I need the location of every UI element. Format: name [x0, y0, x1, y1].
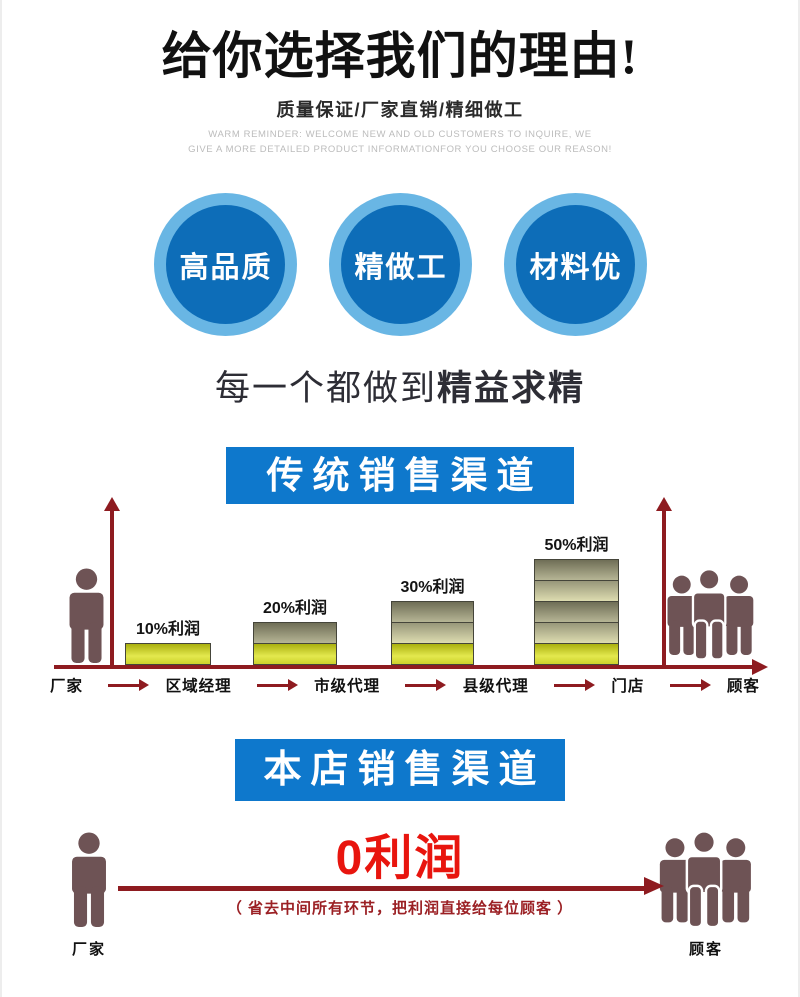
profit-bar-segment [535, 601, 618, 622]
profit-bar-stack [253, 622, 337, 665]
direct-arrow-line [118, 886, 644, 891]
right-arrow-icon [669, 678, 711, 691]
page-subtitle: 质量保证/厂家直销/精细做工 [276, 100, 524, 120]
warm-reminder: WARM REMINDER: WELCOME NEW AND OLD CUSTO… [2, 127, 798, 157]
badge-high-quality: 高品质 [153, 193, 297, 336]
direct-note: （ 省去中间所有环节，把利润直接给每位顾客 ） [226, 900, 574, 917]
profit-bar-segment [392, 622, 473, 643]
tagline-prefix: 每一个都做到 [214, 369, 437, 408]
customers-group-icon [662, 565, 760, 665]
profit-bar-segment [126, 644, 210, 664]
profit-bar-20: 20%利润 [253, 594, 337, 665]
tagline: 每一个都做到精益求精 [2, 360, 798, 411]
warm-reminder-line1: WARM REMINDER: WELCOME NEW AND OLD CUSTO… [208, 129, 592, 140]
profit-bar-10: 10%利润 [125, 615, 211, 665]
right-arrow-icon [405, 678, 447, 691]
profit-bar-stack [534, 559, 619, 665]
customer-label: 顾客 [688, 941, 723, 958]
profit-bar-label: 50%利润 [544, 537, 609, 554]
tagline-bold: 精益求精 [437, 369, 586, 408]
profit-bar-label: 20%利润 [262, 600, 328, 617]
stage-customer: 顾客 [726, 678, 760, 695]
profit-bar-30: 30%利润 [391, 573, 474, 665]
profit-bar-label: 10%利润 [135, 621, 201, 638]
direct-channel-diagram: 厂家 顾客 0利润 （ 省去中间所有环节，把利润直接给每位顾客 ） [2, 812, 798, 992]
profit-bar-segment [535, 560, 618, 580]
direct-channel-banner: 本店销售渠道 [235, 739, 565, 801]
badge-label: 材料优 [515, 205, 635, 324]
stage-store: 门店 [611, 678, 645, 695]
warm-reminder-line2: GIVE A MORE DETAILED PRODUCT INFORMATION… [188, 144, 612, 155]
traditional-channel-banner: 传统销售渠道 [226, 447, 574, 504]
profit-bar-stack [391, 601, 474, 665]
stage-flow-row: 厂家 区域经理 市级代理 县级代理 门店 顾客 [50, 674, 760, 696]
factory-label: 厂家 [71, 941, 106, 958]
stage-factory: 厂家 [50, 678, 84, 695]
badge-label: 高品质 [165, 205, 285, 324]
baseline-axis [54, 665, 754, 669]
up-arrow-icon [656, 497, 672, 511]
profit-bar-segment [392, 643, 473, 664]
profit-bar-segment [535, 580, 618, 601]
profit-bar-segment [535, 643, 618, 664]
profit-bar-label: 30%利润 [400, 579, 465, 596]
profit-bar-segment [535, 622, 618, 643]
left-axis [110, 509, 114, 667]
factory-person-icon [65, 568, 108, 665]
profit-bar-stack [125, 643, 211, 665]
profit-bar-50: 50%利润 [534, 531, 619, 665]
page-title: 给你选择我们的理由! [161, 28, 639, 84]
right-axis [662, 509, 666, 667]
badge-good-material: 材料优 [503, 193, 647, 336]
up-arrow-icon [104, 497, 120, 511]
profit-bar-segment [254, 643, 336, 664]
stage-regional-manager: 区域经理 [165, 678, 232, 695]
zero-profit-text: 0利润 [335, 832, 465, 885]
right-arrow-icon [256, 678, 298, 691]
profit-bar-segment [254, 623, 336, 643]
stage-city-agent: 市级代理 [314, 678, 381, 695]
quality-badges: 高品质 精做工 材料优 [2, 193, 798, 336]
traditional-channel-diagram: 10%利润 20%利润 30%利润 50%利润 厂家 区域经理 市级代理 县级代… [2, 493, 798, 725]
profit-bar-segment [392, 602, 473, 622]
right-arrow-icon [554, 678, 596, 691]
right-arrow-icon [752, 659, 768, 675]
badge-label: 精做工 [340, 205, 460, 324]
right-arrow-icon [108, 678, 150, 691]
stage-county-agent: 县级代理 [462, 678, 529, 695]
right-arrow-icon [644, 877, 664, 895]
badge-fine-workmanship: 精做工 [328, 193, 472, 336]
